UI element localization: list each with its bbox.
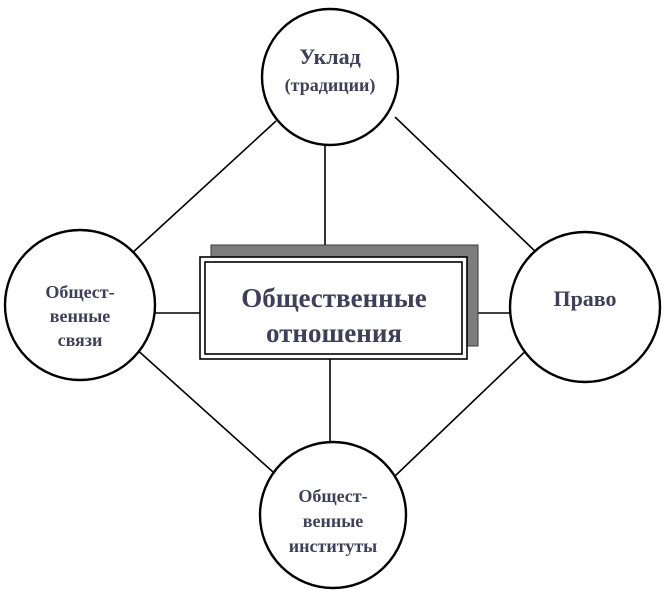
node-left-line-3: связи (58, 330, 103, 350)
node-left-line-2: венные (50, 306, 111, 326)
connector-left-bottom (133, 346, 274, 473)
center-node-box-inner (204, 261, 463, 355)
node-top-line-1: Уклад (299, 44, 361, 69)
node-right: Право (508, 230, 662, 384)
node-top-line-2: (традиции) (285, 75, 376, 96)
node-top: Уклад (традиции) (260, 7, 400, 147)
connector-top-right (394, 116, 540, 256)
node-bottom: Общест- венные институты (258, 440, 408, 590)
node-right-circle (508, 230, 662, 384)
node-top-circle (260, 7, 400, 147)
node-bottom-line-1: Общест- (298, 486, 367, 506)
connector-right-bottom (394, 343, 534, 477)
center-node: Общественные отношения (199, 244, 479, 360)
node-bottom-line-3: институты (289, 536, 377, 556)
center-node-line-1: Общественные (241, 283, 427, 313)
center-node-box-outer (199, 256, 468, 360)
node-right-line-1: Право (553, 286, 616, 311)
connector-top-left (129, 120, 277, 256)
node-bottom-circle (258, 440, 408, 590)
node-left-circle (3, 228, 157, 382)
node-bottom-line-2: венные (303, 511, 364, 531)
center-node-line-2: отношения (266, 318, 402, 348)
node-left: Общест- венные связи (3, 228, 157, 382)
node-left-line-1: Общест- (45, 282, 114, 302)
